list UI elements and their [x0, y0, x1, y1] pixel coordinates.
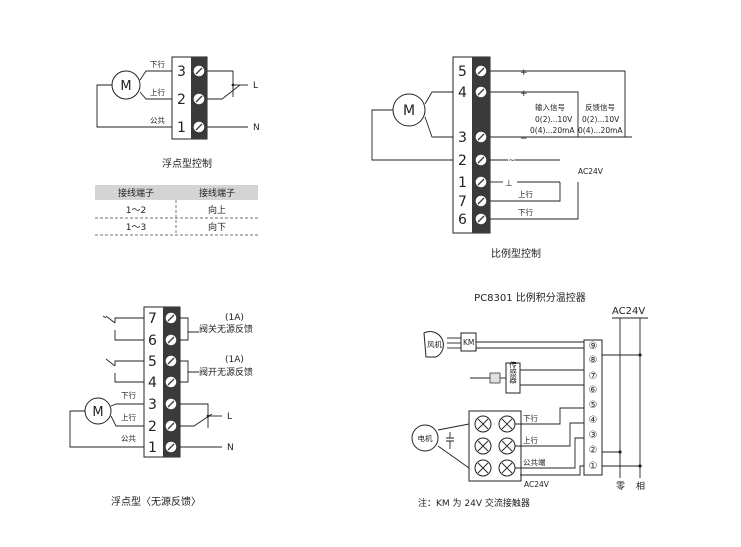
terminal-2: ②: [589, 445, 598, 456]
wire-up: 上行: [150, 87, 165, 97]
feedback-close-rating: (1A): [225, 313, 244, 323]
output-n: N: [253, 123, 260, 133]
terminal-1: 1: [177, 120, 186, 136]
table-header-1: 接线端子: [118, 187, 154, 199]
terminal-3: ③: [589, 430, 598, 441]
output-l: L: [253, 81, 258, 91]
terminal-5: 5: [148, 354, 157, 370]
terminal-1: 1: [458, 175, 467, 191]
table-row-2-col-2: 向下: [208, 221, 226, 233]
input-signal-current: 0(4)...20mA: [530, 126, 575, 135]
table-row-1-col-1: 1～2: [126, 206, 146, 216]
electric-motor-symbol: [411, 424, 439, 452]
output-l: L: [227, 412, 232, 422]
sign-ground: ⊥: [505, 179, 513, 189]
feedback-signal-voltage: 0(2)...10V: [582, 115, 620, 124]
terminal-4: ④: [589, 415, 598, 426]
terminal-8: ⑧: [589, 355, 598, 366]
fan-symbol: [423, 331, 444, 358]
terminal-6: ⑥: [589, 385, 598, 396]
wire-up: 上行: [518, 189, 533, 199]
terminal-7: 7: [148, 311, 157, 327]
terminal-3: 3: [177, 64, 186, 80]
neutral-label: 零: [616, 481, 625, 492]
terminal-3: 3: [148, 397, 157, 413]
caption-proportional: 比例型控制: [491, 247, 541, 260]
motor-label: M: [120, 79, 131, 94]
caption-passive-feedback: 浮点型〈无源反馈〉: [111, 495, 201, 508]
km-label: KM: [463, 338, 474, 347]
input-signal-title: 输入信号: [535, 102, 565, 112]
floating-passive-feedback-diagram: 7 6 5 4 3 2 1 (1A) 阀关无源反馈 (1A) 阀开无源反馈 M …: [69, 306, 253, 508]
controller-terminals: ⑨ ⑧ ⑦ ⑥ ⑤ ④ ③ ② ①: [589, 341, 598, 472]
feedback-signal-current: 0(4)...20mA: [578, 126, 623, 135]
feedback-signal-title: 反馈信号: [585, 102, 615, 112]
wire-common: 公共: [121, 434, 136, 443]
terminal-6: 6: [148, 333, 157, 349]
electric-motor-label: 电机: [418, 433, 433, 443]
terminal-7: 7: [458, 194, 467, 210]
terminal-2: 2: [148, 419, 157, 435]
wire-common: 公共端: [523, 457, 546, 467]
ac24v-label: AC24V: [578, 167, 604, 176]
wire-up: 上行: [523, 435, 538, 445]
motor-label: M: [403, 103, 415, 119]
terminal-7: ⑦: [589, 371, 598, 382]
ac24v-bottom: AC24V: [524, 480, 550, 489]
pc8301-title: PC8301 比例积分温控器: [474, 291, 586, 304]
output-n: N: [227, 443, 234, 453]
table-header: [95, 185, 258, 200]
terminal-9: ⑨: [589, 341, 598, 352]
terminal-2: 2: [458, 153, 467, 169]
sign-minus-3: −: [520, 134, 528, 144]
feedback-open-rating: (1A): [225, 355, 244, 365]
terminal-5: ⑤: [589, 400, 598, 411]
terminal-table: 接线端子 接线端子 1～2 向上 1～3 向下: [95, 185, 258, 236]
km-note: 注：KM 为 24V 交流接触器: [418, 497, 530, 509]
terminal-6: 6: [458, 212, 467, 228]
sensor-label: 传感器: [508, 359, 517, 384]
terminal-4: 4: [148, 375, 157, 391]
wire-down: 下行: [150, 59, 165, 69]
sign-plus-4: +: [520, 89, 528, 99]
terminal-2: 2: [177, 92, 186, 108]
proportional-control-diagram: 5 4 3 2 1 7 6 M + + − ~ ⊥ AC24V 上行: [371, 56, 632, 260]
wire-up: 上行: [121, 412, 136, 422]
floating-control-diagram: 3 2 1 M 下行 上行 公共 L N 浮点型控制: [96, 56, 260, 170]
terminal-1: ①: [589, 461, 598, 472]
terminal-3: 3: [458, 130, 467, 146]
wire-common: 公共: [150, 116, 165, 125]
terminal-5: 5: [458, 64, 467, 80]
feedback-close-label: 阀关无源反馈: [199, 323, 253, 335]
caption-floating: 浮点型控制: [162, 157, 212, 170]
motor-block-screws: [474, 415, 516, 477]
table-row-1-col-2: 向上: [208, 204, 226, 216]
wire-down: 下行: [523, 413, 538, 423]
input-signal-voltage: 0(2)...10V: [535, 115, 573, 124]
motor-label: M: [92, 405, 103, 420]
fan-label: 风机: [427, 339, 442, 349]
wire-down: 下行: [518, 207, 533, 217]
terminal-1: 1: [148, 440, 157, 456]
ac24v-top: AC24V: [612, 306, 645, 317]
phase-label: 相: [636, 480, 645, 492]
sign-ac: ~: [508, 156, 516, 166]
table-header-2: 接线端子: [199, 187, 235, 199]
terminal-4: 4: [458, 85, 467, 101]
table-row-2-col-1: 1～3: [126, 223, 146, 233]
feedback-open-label: 阀开无源反馈: [199, 366, 253, 378]
pc8301-controller-diagram: PC8301 比例积分温控器 AC24V ⑨ ⑧ ⑦ ⑥ ⑤ ④ ③ ② ① 零…: [411, 291, 648, 509]
sign-plus-5: +: [520, 68, 528, 78]
wire-down: 下行: [121, 390, 136, 400]
